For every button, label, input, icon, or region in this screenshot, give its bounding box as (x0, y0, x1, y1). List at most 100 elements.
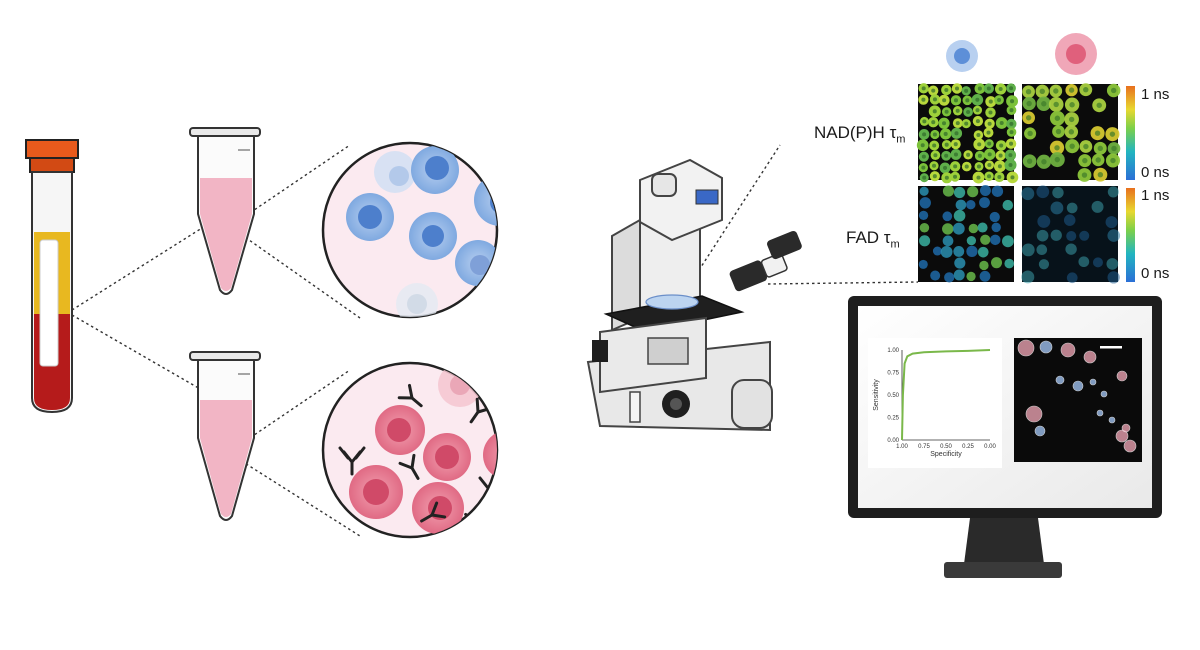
cell-spot-core (998, 153, 1003, 158)
cell-spot-core (1008, 162, 1013, 168)
cell-spot-core (1094, 130, 1101, 136)
nadph-label-text: NAD(P)H (814, 123, 885, 142)
cell-spot-core (999, 120, 1004, 126)
cell-spot-core (1025, 115, 1032, 121)
cell-spot-core (977, 86, 982, 91)
cell-spot-core (1009, 141, 1014, 146)
cell-spot-core (1054, 145, 1060, 151)
cell-spot-core (1008, 153, 1013, 158)
roc-xlabel: Specificity (930, 451, 962, 458)
microscope (586, 158, 802, 432)
t-cell (374, 151, 416, 193)
colorbar-nadph-max: 1 ns (1141, 86, 1170, 103)
cell-spot (979, 260, 989, 271)
cell-spot-core (1027, 130, 1033, 137)
cell-spot (1021, 187, 1035, 201)
cell-spot (942, 223, 954, 235)
cell-spot-core (1055, 128, 1062, 135)
cell-spot-core (1010, 175, 1015, 180)
activated-t-cell (412, 482, 464, 534)
cell-spot (942, 185, 955, 197)
cell-spot-core (1009, 130, 1014, 135)
cell-spot-core (921, 154, 926, 159)
cell-spot (952, 222, 965, 235)
cell-spot-core (997, 174, 1002, 180)
cell-spot (1050, 229, 1062, 241)
classified-cell (1060, 342, 1076, 358)
cell-spot-core (1009, 121, 1014, 126)
cell-spot (967, 186, 979, 198)
cell-spot (1004, 258, 1015, 269)
cell-spot (1021, 243, 1035, 257)
cell-spot (966, 271, 976, 282)
cell-spot (1050, 201, 1064, 215)
cell-spot-core (986, 86, 991, 91)
cell-spot-core (1109, 131, 1116, 137)
cell-spot (1063, 214, 1076, 226)
cell-spot-core (1009, 86, 1014, 91)
cell-spot-core (1041, 159, 1047, 165)
roc-xtick: 1.00 (896, 444, 908, 450)
cell-spot-core (976, 175, 981, 180)
classified-cell (1096, 409, 1104, 417)
roc-ytick: 0.00 (887, 438, 899, 444)
cell-spot-core (1069, 143, 1075, 149)
cell-spot-core (966, 152, 971, 157)
cell-spot (1105, 216, 1118, 229)
cell-spot-core (1110, 87, 1117, 94)
cell-spot-core (953, 142, 958, 147)
cell-spot (944, 272, 955, 283)
classified-cell (1116, 370, 1128, 382)
cell-spot-core (1053, 88, 1059, 94)
cell-spot (919, 235, 931, 247)
cell-spot-core (1111, 145, 1117, 152)
cell-spot-core (1096, 102, 1102, 108)
cell-spot-core (986, 130, 991, 135)
cell-spot (942, 211, 953, 222)
cell-spot-core (931, 120, 936, 125)
cell-spot (1038, 259, 1050, 270)
classified-cell (1089, 378, 1097, 386)
cell-spot (966, 245, 978, 257)
cell-spot-core (921, 97, 926, 102)
cell-spot-core (976, 132, 981, 137)
cell-spot-core (1097, 145, 1103, 152)
cell-spot (991, 257, 1003, 269)
tau-symbol: τ (889, 123, 897, 142)
cell-spot-core (975, 108, 980, 113)
cell-spot-core (955, 121, 960, 126)
cell-spot-core (998, 86, 1003, 92)
cell-spot-core (953, 174, 958, 179)
cell-spot (1037, 214, 1051, 228)
scale-bar (1100, 346, 1122, 349)
cell-spot-core (976, 164, 982, 169)
cell-spot-core (975, 119, 980, 124)
cell-spot-core (975, 97, 980, 102)
cell-spot (953, 246, 965, 257)
cell-spot-core (943, 165, 948, 170)
cell-spot (953, 186, 966, 199)
cell-spot-core (977, 153, 982, 158)
cell-spot (932, 246, 942, 256)
cell-spot-core (997, 164, 1002, 169)
cell-spot-core (1068, 87, 1075, 93)
cell-spot-core (954, 86, 960, 91)
antibody (397, 383, 423, 408)
nadph-row-label: NAD(P)H τm (814, 123, 905, 145)
t-cell (474, 174, 497, 226)
activated-t-cell (375, 405, 425, 455)
cell-spot (979, 185, 991, 196)
fad-label-text: FAD (846, 228, 880, 247)
classified-cell (1055, 375, 1065, 385)
cell-spot-core (964, 121, 969, 126)
cell-spot-core (1068, 129, 1075, 135)
cell-spot (954, 257, 966, 269)
quiescent-cell-icon (946, 40, 978, 72)
cell-spot-core (964, 88, 969, 93)
cell-spot-core (942, 121, 947, 126)
classified-cell (1025, 405, 1043, 423)
cell-spot (1021, 270, 1035, 284)
classified-cell (1017, 339, 1035, 357)
cell-spot (1078, 256, 1090, 268)
